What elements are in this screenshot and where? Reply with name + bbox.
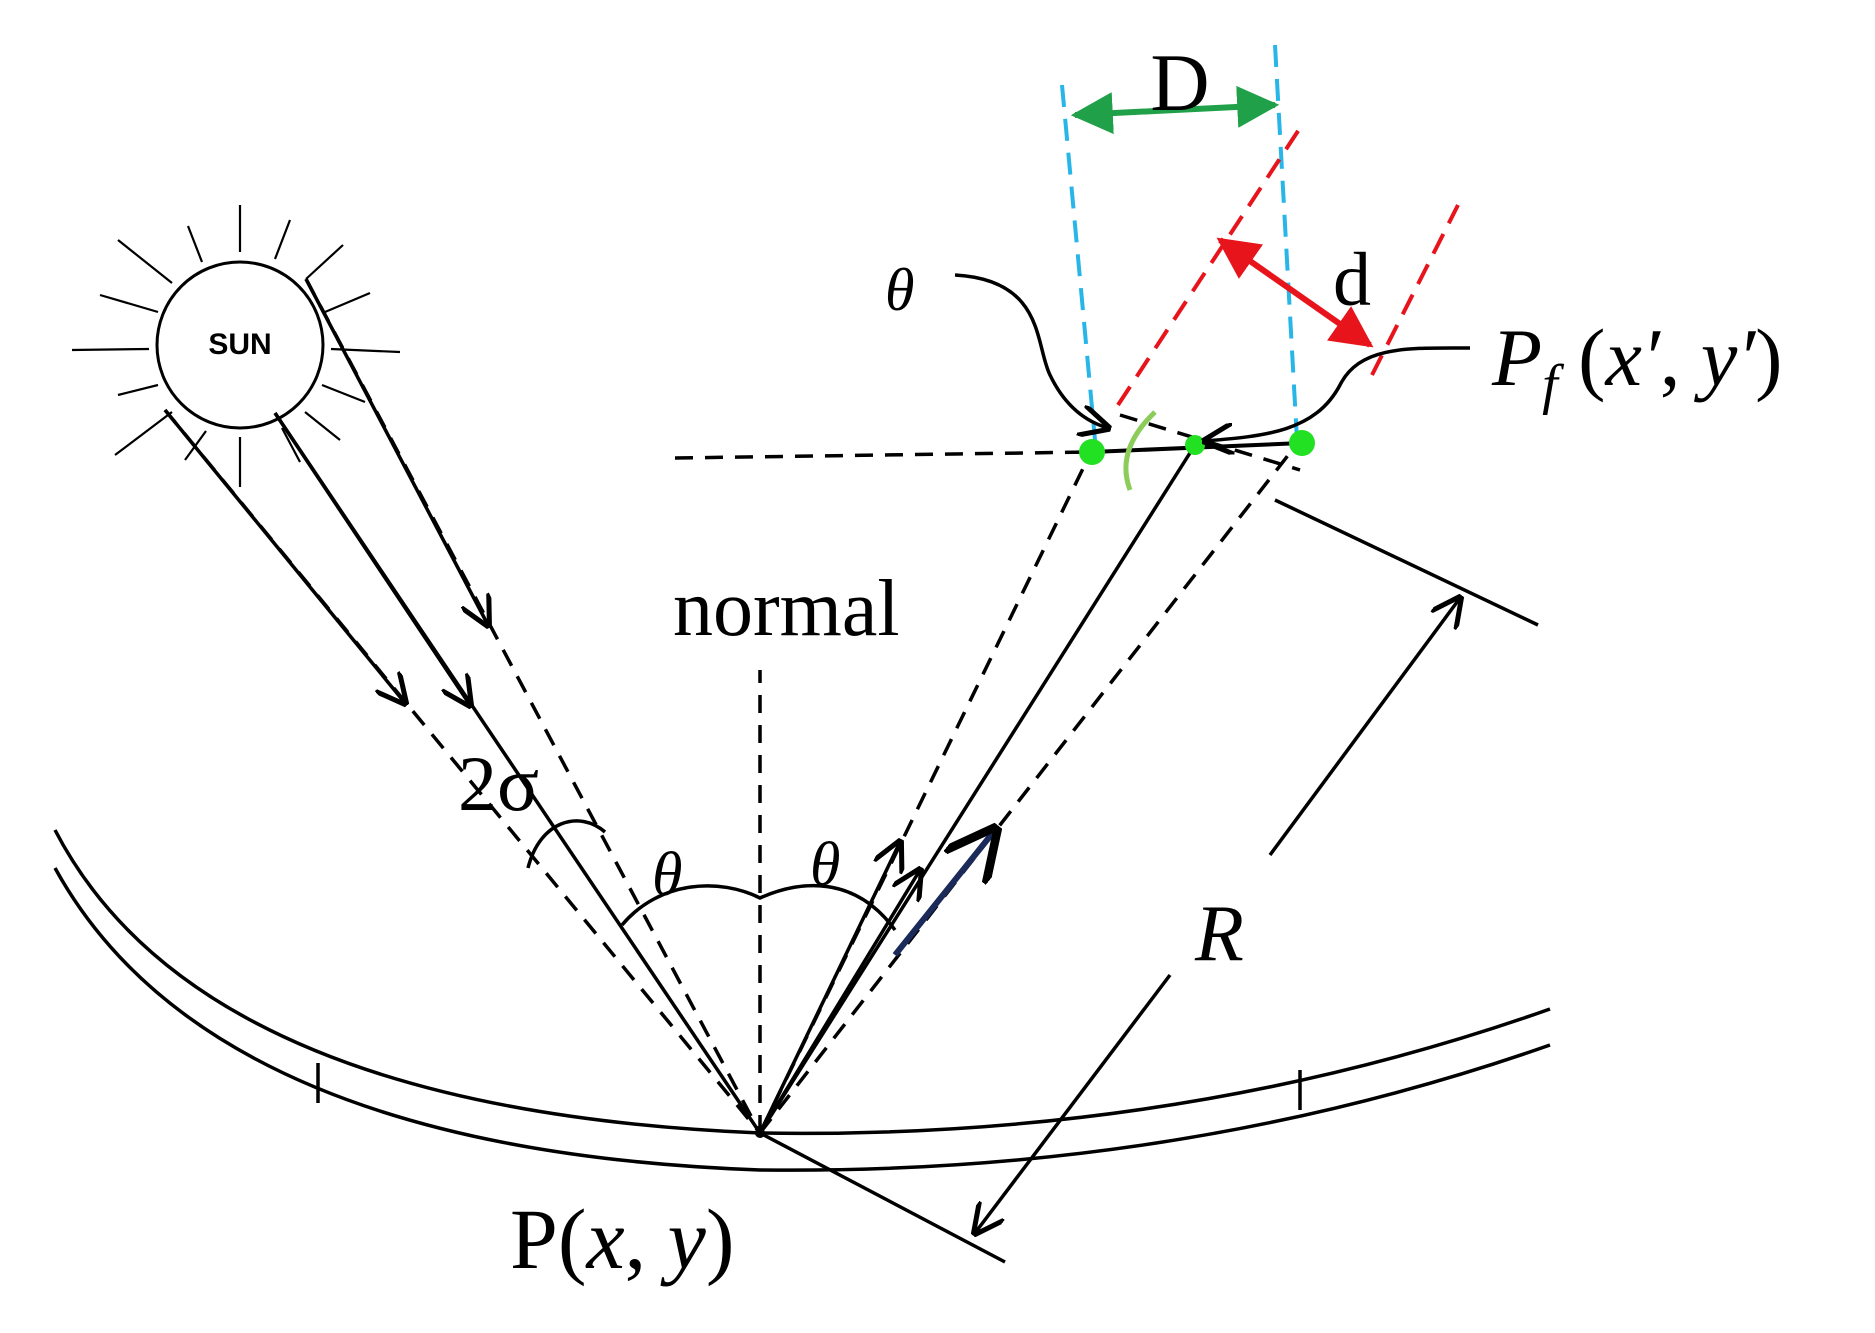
- R-label: R: [1194, 890, 1244, 978]
- Pf-label-comma: ,: [1660, 312, 1701, 403]
- d-dimension-arrow: [1216, 237, 1374, 348]
- two-sigma-arc: [526, 819, 607, 869]
- P-label-main: P(: [510, 1191, 586, 1287]
- incident-rays: [163, 278, 762, 1135]
- image-width-lines: [1116, 126, 1460, 407]
- normal-label: normal: [673, 565, 900, 653]
- P-label-x: x: [584, 1191, 624, 1287]
- D-dimension-arrow: [1070, 85, 1280, 135]
- Pf-label-y: y′: [1694, 312, 1756, 403]
- point-P: [755, 1128, 765, 1138]
- P-label-close: ): [706, 1191, 735, 1287]
- Pf-pointer: [1205, 346, 1471, 441]
- focus-points: [1079, 430, 1315, 465]
- P-label: P(x, y): [510, 1191, 734, 1287]
- horizontal-reference-line: [674, 450, 1093, 460]
- Pf-label-x: x′: [1604, 312, 1660, 403]
- theta-top-pointer: [954, 273, 1108, 428]
- reflected-ray-right: [758, 438, 1302, 1135]
- mirror-surface: [53, 829, 1551, 1172]
- Pf-label-close: ): [1755, 312, 1782, 403]
- angle-arc-receiver: [1123, 410, 1157, 491]
- two-sigma-label: 2σ: [458, 740, 539, 827]
- sun-icon: SUN: [71, 205, 401, 487]
- Pf-label-open: (: [1558, 312, 1606, 403]
- tangent-line: [759, 498, 1539, 1264]
- Pf-label: Pf (x′, y′): [1491, 312, 1782, 416]
- theta-angle-arc: [620, 883, 897, 932]
- P-label-y: y: [660, 1191, 707, 1287]
- reflected-rays: [758, 438, 1302, 1135]
- theta-left-label: θ: [652, 841, 682, 909]
- Pf-label-P: P: [1491, 312, 1542, 403]
- reflected-ray-center: [758, 444, 1197, 1134]
- receiver-boundaries: [1060, 44, 1299, 441]
- radius-arrow: [975, 598, 1460, 1233]
- theta-right-label: θ: [810, 831, 840, 899]
- d-label: d: [1333, 238, 1371, 322]
- sun-label: SUN: [208, 328, 271, 361]
- P-label-comma: ,: [625, 1191, 668, 1287]
- D-label: D: [1150, 37, 1209, 128]
- theta-top-label: θ: [885, 257, 914, 323]
- blue-ray-arrow: [892, 830, 995, 957]
